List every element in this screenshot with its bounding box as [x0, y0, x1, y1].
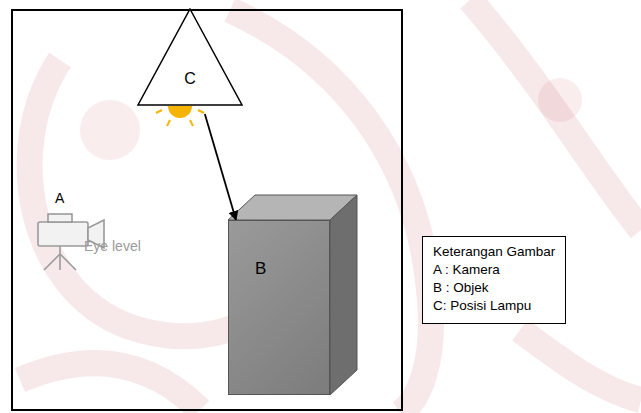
node-letter: C	[137, 70, 243, 88]
legend-line: C: Posisi Lampu	[433, 297, 555, 315]
node-letter: B	[255, 259, 266, 279]
object-cube: B	[228, 220, 330, 395]
light-direction-arrow	[205, 114, 236, 220]
legend-box: Keterangan GambarA : KameraB : ObjekC: P…	[422, 236, 566, 324]
legend-line: A : Kamera	[433, 261, 555, 279]
camera-angle-label: Eye level	[84, 238, 141, 254]
cube-body	[228, 195, 357, 395]
part-letter: A	[55, 190, 64, 206]
legend-line: B : Objek	[433, 279, 555, 297]
outer-frame	[12, 10, 402, 410]
lamp-symbol	[156, 106, 204, 126]
legend-line: Keterangan Gambar	[433, 243, 555, 261]
triangle-outline	[137, 8, 243, 106]
lamp-position-triangle: C	[137, 8, 243, 106]
